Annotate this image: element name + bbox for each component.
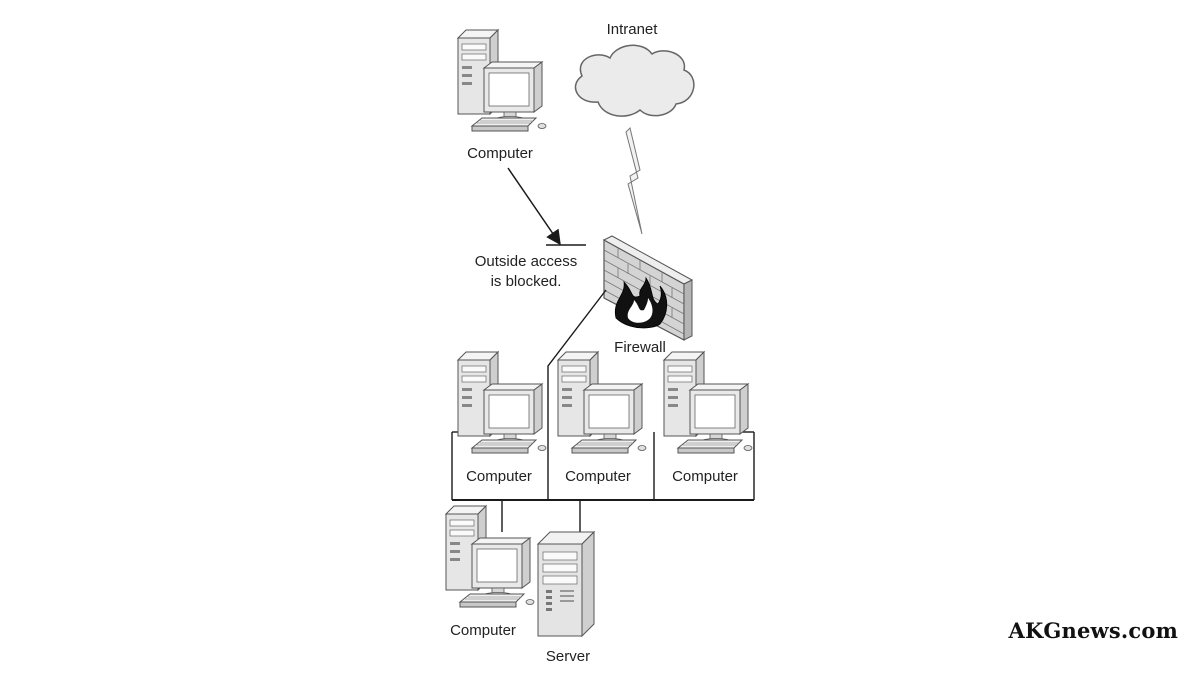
server: Server bbox=[537, 531, 595, 665]
blocked-access-arrow bbox=[507, 167, 561, 246]
computer-icon bbox=[457, 29, 547, 132]
watermark: AKGnews.com bbox=[1008, 618, 1178, 643]
computer-row-1: Computer bbox=[457, 351, 547, 485]
server-icon bbox=[537, 531, 595, 637]
computer-label: Computer bbox=[672, 468, 738, 485]
computer-row-3: Computer bbox=[663, 351, 753, 485]
computer-row-2: Computer bbox=[557, 351, 647, 485]
computer-top: Computer bbox=[457, 29, 547, 162]
computer-icon bbox=[457, 351, 547, 454]
firewall-icon bbox=[602, 235, 694, 341]
computer-label: Computer bbox=[565, 468, 631, 485]
annotation-line2: is blocked. bbox=[491, 273, 562, 290]
computer-label: Computer bbox=[450, 622, 516, 639]
computer-label: Computer bbox=[467, 145, 533, 162]
server-label: Server bbox=[546, 648, 590, 665]
annotation-line1: Outside access bbox=[475, 253, 578, 270]
cloud-icon bbox=[574, 44, 695, 117]
computer-label: Computer bbox=[466, 468, 532, 485]
computer-icon bbox=[557, 351, 647, 454]
cloud-label: Intranet bbox=[607, 21, 659, 38]
firewall-link bbox=[547, 289, 607, 500]
lightning-bolt-icon bbox=[625, 127, 643, 235]
firewall-label: Firewall bbox=[614, 339, 666, 356]
computer-bottom: Computer bbox=[445, 505, 535, 639]
network-frame bbox=[451, 431, 755, 532]
computer-icon bbox=[663, 351, 753, 454]
computer-icon bbox=[445, 505, 535, 608]
